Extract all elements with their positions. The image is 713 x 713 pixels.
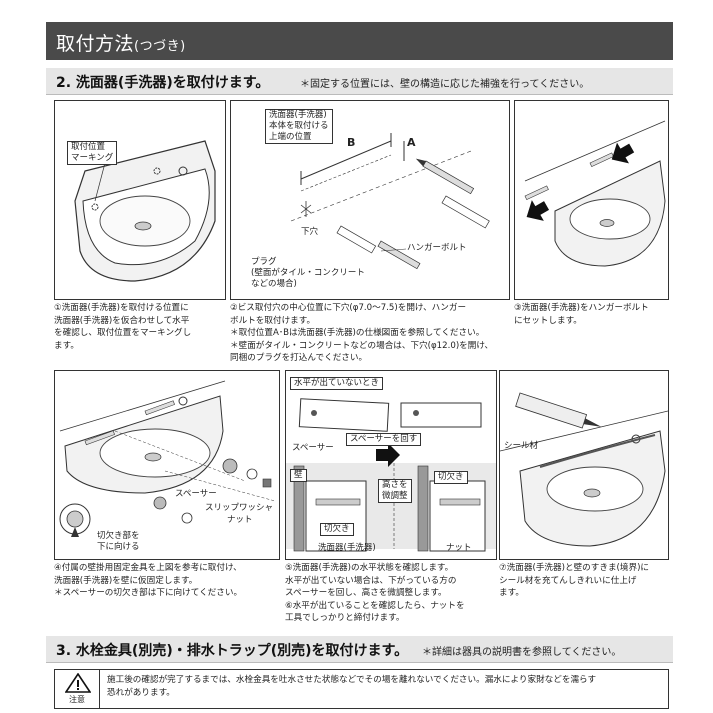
caption-step3: ③洗面器(手洗器)をハンガーボルト にセットします。: [514, 303, 649, 326]
label-mount-top: 洗面器(手洗器) 本体を取付ける 上端の位置: [265, 109, 333, 144]
spacer-part: [222, 458, 238, 474]
section-2-header: 2. 洗面器(手洗器)を取付けます。 ＊固定する位置には、壁の構造に応じた補強を…: [46, 68, 673, 95]
panel-step5: 水平が出ていないとき スペーサー スペーサーを回す 壁 高さを 微調整 切欠き …: [285, 370, 497, 560]
caution-text: 施工後の確認が完了するまでは、水栓金具を吐水させた状態などでその場を離れないでく…: [107, 675, 597, 698]
label-not-level: 水平が出ていないとき: [290, 377, 384, 390]
arrow-right-icon: [611, 142, 635, 164]
caution-label: 注意: [69, 695, 85, 704]
washer-part: [246, 468, 258, 480]
label-dimension-a: A: [407, 136, 416, 149]
sealant-gun: [515, 392, 602, 429]
fixing-hardware-illustration: [59, 380, 276, 537]
caption-step1: ①洗面器(手洗器)を取付ける位置に 洗面器(手洗器)を仮合わせして水平 を確認し…: [54, 303, 192, 351]
basin-marking-illustration: [74, 140, 216, 282]
label-basin: 洗面器(手洗器): [318, 543, 376, 553]
section-2-note: ＊固定する位置には、壁の構造に応じた補強を行ってください。: [300, 79, 590, 90]
label-dimension-b: B: [347, 136, 356, 149]
title-main: 取付方法: [56, 33, 135, 55]
caption-step5-6: ⑤洗面器(手洗器)の水平状態を確認します。 水平が出ていない場合は、下がっている…: [285, 563, 465, 623]
plug-upper: [441, 195, 490, 229]
hanger-bolt-upper: [415, 158, 475, 195]
page-title-bar: 取付方法(つづき): [46, 22, 673, 60]
hanger-bolt-illustration: [290, 133, 490, 270]
label-notch-right: 切欠き: [434, 471, 468, 484]
arrow-right-icon: [376, 443, 400, 467]
label-wall: 壁: [290, 469, 307, 482]
label-notch-left: 切欠き: [320, 523, 354, 536]
label-spacer-5: スペーサー: [292, 443, 334, 453]
plug-lower: [336, 225, 377, 254]
section-3-header: 3. 水栓金具(別売)・排水トラップ(別売)を取付けます。 ＊詳細は器具の説明書…: [46, 636, 673, 663]
label-sealant: シール材: [504, 441, 539, 451]
label-notch-down: 切欠き部を 下に向ける: [97, 531, 140, 552]
caption-step4: ④付属の壁掛用固定金具を上図を参考に取付け、 洗面器(手洗器)を壁に仮固定します…: [54, 563, 243, 598]
caption-step7: ⑦洗面器(手洗器)と壁のすきま(境界)に シール材を充てんしきれいに仕上げ ます…: [499, 563, 650, 598]
title-sub: (つづき): [134, 39, 186, 54]
label-slip-washer: スリップワッシャ: [205, 503, 274, 513]
section-3-note: ＊詳細は器具の説明書を参照してください。: [422, 647, 622, 658]
label-spacer: スペーサー: [175, 489, 217, 499]
caution-box: 注意 施工後の確認が完了するまでは、水栓金具を吐水させた状態などでその場を離れな…: [54, 669, 669, 709]
nut-part: [262, 478, 272, 488]
label-hanger-bolt: ハンガーボルト: [407, 243, 467, 253]
label-nut: ナット: [227, 515, 253, 525]
label-plug: プラグ (壁面がタイル・コンクリート などの場合): [251, 257, 365, 289]
panel-step2: 洗面器(手洗器) 本体を取付ける 上端の位置 A B 下穴 ハンガーボルト プラ…: [230, 100, 510, 300]
basin-set-illustration: [524, 120, 666, 267]
level-adjust-illustration: [286, 398, 496, 552]
label-fine-adjust: 高さを 微調整: [378, 479, 412, 503]
panel-step4: スペーサー スリップワッシャ ナット 切欠き部を 下に向ける: [54, 370, 280, 560]
label-nut-5: ナット: [446, 543, 472, 553]
label-pilot-hole: 下穴: [301, 227, 319, 237]
label-rotate-spacer: スペーサーを回す: [346, 433, 422, 446]
panel-step1: 取付位置 マーキング: [54, 100, 226, 300]
hanger-bolt-lower: [377, 240, 421, 270]
panel-step7: シール材: [499, 370, 669, 560]
panel-step3: [514, 100, 669, 300]
section-2-heading: 2. 洗面器(手洗器)を取付けます。: [56, 75, 270, 91]
page-title: 取付方法(つづき): [56, 29, 186, 56]
warning-triangle-icon: [65, 673, 91, 693]
label-marking: 取付位置 マーキング: [67, 141, 118, 165]
caption-step2: ②ビス取付穴の中心位置に下穴(φ7.0〜7.5)を開け、ハンガー ボルトを取付け…: [230, 303, 494, 363]
arrow-left-icon: [526, 200, 550, 221]
section-3-heading: 3. 水栓金具(別売)・排水トラップ(別売)を取付けます。: [56, 643, 409, 659]
sealant-illustration: [500, 392, 668, 547]
